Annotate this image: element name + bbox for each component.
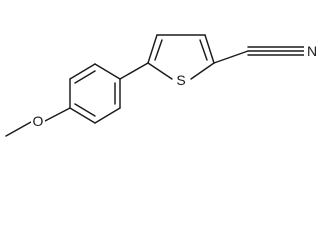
benzene-bond-5	[94, 107, 121, 124]
benzene-bond-6	[69, 107, 96, 124]
thiophene-bond-c4-c5	[147, 34, 158, 64]
benzene-double-bond-a	[74, 70, 96, 84]
thiophene-bond-c2-c3	[204, 34, 215, 64]
benzene-double-bond-c	[74, 103, 96, 117]
bond-methyl-oxygen	[5, 121, 32, 137]
bond-ring-nitrile-carbon	[213, 50, 249, 64]
bond-benzene-thiophene	[119, 62, 149, 80]
thiophene-bond-s-c2	[190, 62, 215, 80]
sulfur-label: S	[176, 72, 185, 88]
atom-sulfur: S	[174, 71, 188, 88]
bond-oxygen-ring	[44, 107, 71, 122]
methoxy-group	[5, 107, 71, 137]
thiophene-double-bond-a	[199, 39, 208, 61]
thiophene-bond-c5-s	[147, 62, 173, 80]
benzene-bond-2	[69, 63, 96, 80]
nitrile-group	[213, 46, 305, 64]
benzene-ring	[69, 63, 121, 124]
nitrogen-label: N	[307, 43, 317, 59]
thiophene-double-bond-b	[154, 39, 163, 61]
atom-oxygen: O	[31, 113, 45, 129]
atom-nitrogen: N	[304, 42, 320, 59]
thiophene-ring	[147, 34, 215, 80]
oxygen-label: O	[33, 113, 44, 129]
structure-diagram: O S N	[5, 34, 320, 137]
benzene-bond-3	[94, 63, 121, 80]
